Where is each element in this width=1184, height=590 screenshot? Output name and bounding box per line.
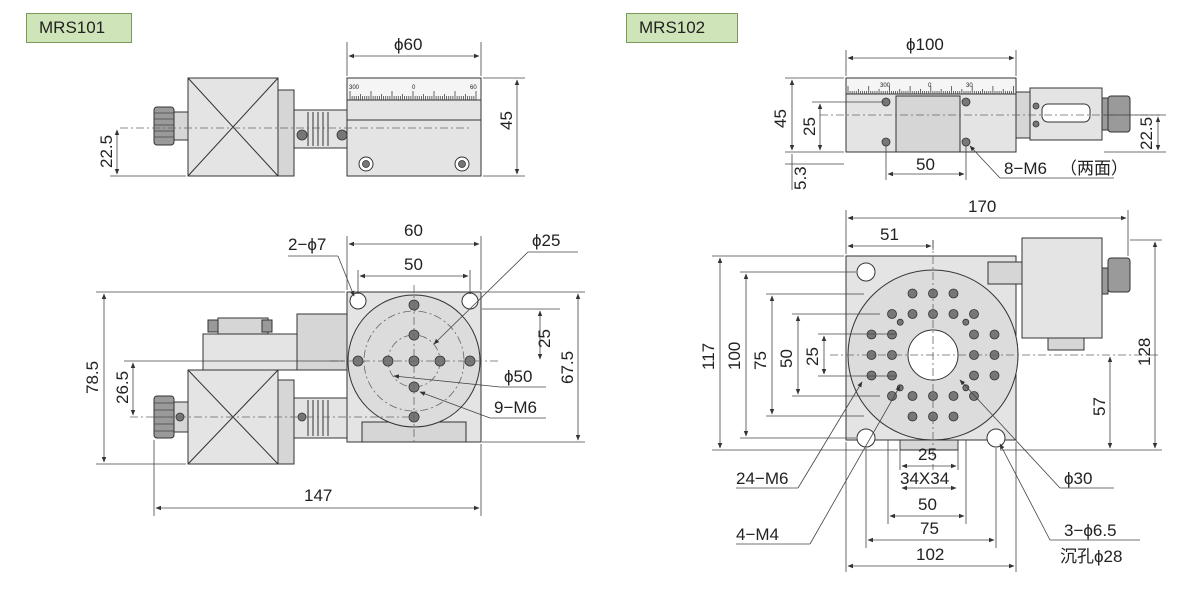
dim-slot-34x34: 34X34	[900, 469, 949, 488]
dim-h45-right: 45	[771, 109, 790, 128]
mounting-hole	[907, 411, 918, 422]
dim-w51: 51	[880, 225, 899, 244]
mrs102-top-view: 170 51 117 100 75 50 25	[699, 197, 1162, 572]
label-both-sides: （两面）	[1060, 159, 1128, 178]
scale-label-300: 300	[349, 85, 360, 91]
label-counterbore: 沉孔ϕ28	[1060, 547, 1122, 566]
dim-h117: 117	[699, 343, 718, 370]
m4-hole	[962, 384, 970, 392]
mounting-hole	[948, 391, 959, 401]
mounting-hole	[907, 309, 918, 319]
label-9-m6: 9−M6	[494, 398, 537, 417]
dim-h128: 128	[1135, 338, 1154, 366]
scale-label-0: 0	[412, 85, 416, 91]
label-3-phi6-5: 3−ϕ6.5	[1064, 521, 1117, 540]
mrs102-side-view: 300 0 30 ϕ100 45 25 5.3	[771, 35, 1166, 190]
scale-label-0: 0	[928, 83, 932, 89]
m4-hole	[896, 318, 904, 326]
dim-h50: 50	[777, 349, 796, 368]
dim-w75-bottom: 75	[920, 519, 939, 538]
dim-h25-top: 25	[803, 347, 822, 366]
mounting-hole	[969, 391, 979, 401]
dim-h22-5-right: 22.5	[1137, 117, 1156, 150]
dim-h100: 100	[725, 342, 744, 370]
dim-phi100: ϕ100	[906, 35, 944, 54]
dim-h78-5: 78.5	[83, 361, 102, 394]
dim-w50-right: 50	[916, 155, 935, 174]
scale-label-30: 30	[966, 83, 973, 89]
dim-h45: 45	[497, 111, 516, 130]
dim-h67-5: 67.5	[558, 351, 577, 384]
label-2-phi7: 2−ϕ7	[288, 235, 326, 254]
dim-h75: 75	[751, 351, 770, 370]
mounting-hole	[969, 370, 979, 381]
mounting-hole	[866, 329, 877, 340]
dim-w170: 170	[968, 197, 996, 216]
label-phi30: ϕ30	[1064, 469, 1092, 488]
label-phi50: ϕ50	[504, 367, 532, 386]
mounting-hole	[989, 329, 1000, 340]
mounting-hole	[948, 288, 959, 299]
scale-label-60: 60	[470, 85, 477, 91]
dim-d25: 25	[535, 329, 554, 348]
mounting-hole	[907, 391, 918, 401]
dim-phi60: ϕ60	[394, 35, 422, 54]
dim-w102: 102	[916, 545, 944, 564]
label-4-m4: 4−M4	[736, 525, 779, 544]
label-8-m6: 8−M6	[1004, 159, 1047, 178]
mounting-hole	[887, 329, 897, 340]
model-tag-right: MRS102	[626, 13, 738, 43]
dim-h26-5: 26.5	[113, 371, 132, 404]
m4-hole	[962, 318, 970, 326]
mounting-hole	[887, 391, 897, 401]
dim-w147: 147	[304, 486, 332, 505]
dim-h25-right: 25	[800, 117, 819, 136]
dim-h22-5: 22.5	[97, 135, 116, 168]
dim-w50: 50	[404, 255, 423, 274]
mrs101-side-view: 300 0 60 ϕ60 45 22.5	[97, 35, 525, 177]
dim-w60: 60	[404, 221, 423, 240]
mounting-hole	[948, 411, 959, 422]
mounting-hole	[989, 370, 1000, 381]
mounting-hole	[887, 370, 897, 381]
dim-w50-bottom: 50	[918, 495, 937, 514]
dim-h5-3: 5.3	[791, 166, 810, 190]
dim-w25-bottom: 25	[918, 445, 937, 464]
label-24-m6: 24−M6	[736, 469, 788, 488]
mounting-hole	[948, 309, 959, 319]
model-tag-left: MRS101	[26, 13, 132, 43]
scale-label-300: 300	[880, 83, 891, 89]
mounting-hole	[887, 309, 897, 319]
label-phi25: ϕ25	[532, 231, 560, 250]
mrs101-top-view: 60 50 2−ϕ7 ϕ25 25 67.5 ϕ	[83, 221, 585, 516]
dim-h57: 57	[1090, 397, 1109, 416]
mounting-hole	[866, 370, 877, 381]
mounting-hole	[969, 329, 979, 340]
mounting-hole	[969, 309, 979, 319]
mounting-hole	[907, 288, 918, 299]
